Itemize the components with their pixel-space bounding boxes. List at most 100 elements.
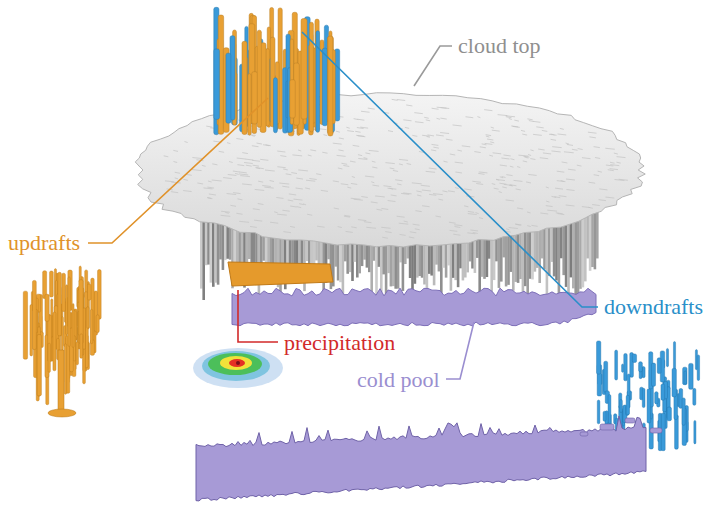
cloud-texture (358, 155, 362, 156)
cloud-texture (238, 199, 243, 200)
cloud-texture (262, 186, 271, 187)
cloud-texture (390, 188, 393, 189)
cloud-texture (237, 165, 244, 166)
cloud-texture (297, 207, 302, 208)
cloud-texture (438, 199, 443, 200)
cloud-texture (412, 135, 417, 136)
cloud-texture (577, 165, 582, 166)
cloud-texture (371, 202, 378, 203)
downdraft-column (624, 353, 627, 380)
cloud-texture (572, 149, 578, 150)
downdraft-column (666, 348, 668, 366)
cloud-texture (372, 167, 377, 168)
downdraft-column (682, 398, 685, 425)
cloud-texture (305, 188, 310, 189)
downdraft-column (620, 399, 623, 412)
cloud-texture (606, 165, 613, 166)
cloud-texture (397, 100, 405, 101)
cloud-texture (568, 169, 576, 170)
cloud-texture (474, 152, 480, 153)
cloud-texture (346, 231, 353, 232)
updraft-column (37, 335, 41, 396)
cloud-texture (409, 237, 414, 238)
cloud-texture (381, 208, 388, 209)
cloud-texture (165, 181, 174, 182)
cloud-texture (382, 237, 388, 238)
cloud-texture (556, 213, 563, 214)
updraft-column (96, 315, 99, 333)
cloud-texture (558, 134, 567, 135)
cloud-texture (514, 120, 519, 121)
cloud-texture (364, 222, 372, 223)
cloud-texture (514, 180, 523, 181)
cloud-texture (207, 198, 212, 199)
cloud-texture (365, 176, 374, 177)
cloud-texture (422, 206, 430, 207)
draft-spike (328, 36, 333, 136)
cloud-texture (588, 207, 592, 208)
cloud-texture (538, 149, 544, 150)
cloud-texture (308, 155, 312, 156)
cloud-texture (192, 170, 202, 171)
cloud-texture (346, 127, 349, 128)
cloud-texture (499, 192, 502, 193)
cloud-texture (437, 118, 441, 119)
cloud-texture (424, 117, 429, 118)
cloud-texture (516, 189, 521, 190)
downdraft-column (597, 400, 600, 424)
cloud-texture (440, 133, 449, 134)
cloud-streak (546, 218, 549, 300)
cloud-texture (372, 185, 379, 186)
cloud-texture (528, 174, 536, 175)
updraft-column (87, 284, 90, 300)
cloud-texture (478, 173, 484, 174)
cloud-texture (490, 142, 494, 143)
cloud-texture (230, 205, 236, 206)
cloud-texture (515, 224, 521, 225)
cloud-texture (225, 212, 229, 213)
cloud-texture (341, 163, 347, 164)
cloud-texture (610, 169, 618, 170)
cloud-texture (526, 182, 531, 183)
cloud-texture (279, 183, 289, 184)
cloud-texture (298, 170, 308, 171)
cloud-texture (375, 196, 385, 197)
cloud-texture (462, 146, 470, 147)
cloud-texture (228, 174, 237, 175)
cloud-texture (339, 138, 344, 139)
draft-spike (214, 49, 220, 119)
downdrafts-label: downdrafts (604, 295, 703, 319)
cloud-texture (219, 151, 224, 152)
cloud-texture (371, 182, 374, 183)
cloud-texture (479, 218, 483, 219)
draft-spike (257, 30, 261, 127)
cold-pool-fragment (650, 428, 662, 433)
cloud-texture (235, 173, 239, 174)
cloud-texture (484, 110, 492, 111)
cloud-texture (388, 201, 396, 202)
cloud-texture (258, 181, 263, 182)
cloud-texture (522, 134, 527, 135)
cloud-texture (533, 134, 542, 135)
cloud-texture (399, 223, 409, 224)
cloud-texture (502, 187, 506, 188)
draft-spike (273, 78, 277, 133)
cloud-texture (468, 214, 477, 215)
cloud-texture (533, 121, 540, 122)
cloud-texture (289, 194, 296, 195)
cloud-texture (448, 191, 455, 192)
cloud-texture (387, 188, 396, 189)
cloud-texture (477, 117, 480, 118)
cloud-texture (455, 162, 463, 163)
updraft-column (80, 334, 83, 358)
cloud-texture (263, 145, 269, 146)
cold-pool-ribbon (196, 416, 646, 501)
cloud-texture (455, 188, 459, 189)
cloud-texture (436, 216, 441, 217)
cloud-texture (432, 108, 439, 109)
cloud-texture (547, 210, 557, 211)
updrafts-label: updrafts (8, 231, 80, 255)
cloud-texture (616, 162, 620, 163)
downdraft-column (603, 411, 606, 421)
cloud-texture (260, 159, 268, 160)
